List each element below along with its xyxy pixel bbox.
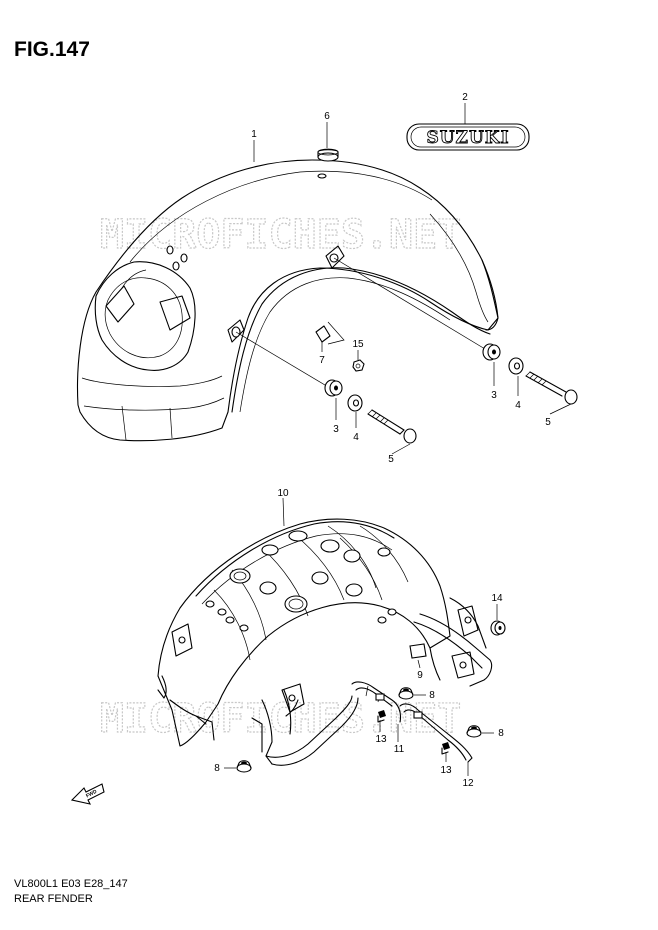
figure-title: FIG.147 (14, 38, 90, 61)
callout-1: 1 (251, 129, 257, 140)
figure-name: REAR FENDER (14, 893, 93, 905)
callout-3-lower: 3 (333, 424, 339, 435)
callout-15: 15 (352, 339, 364, 350)
fwd-label: FWD (85, 789, 98, 800)
cushion-8-center (398, 687, 414, 700)
callout-6: 6 (324, 111, 330, 122)
callout-8-right: 8 (498, 728, 504, 739)
callout-4-upper: 4 (515, 400, 521, 411)
callout-13-right: 13 (440, 765, 452, 776)
watermark-bottom: MICROFICHES.NET (100, 696, 461, 742)
washer-upper (508, 357, 524, 375)
callout-4-lower: 4 (353, 432, 359, 443)
cushion-8-left (236, 760, 252, 773)
clip-13-left (377, 710, 386, 723)
bolt-upper (525, 371, 578, 405)
cushion-14 (490, 620, 506, 636)
callout-13-left: 13 (375, 734, 387, 745)
callout-3-upper: 3 (491, 390, 497, 401)
pad-9 (409, 643, 427, 659)
suzuki-emblem: SUZUKI (406, 123, 530, 151)
watermark-top: MICROFICHES.NET (100, 212, 461, 258)
callout-14: 14 (491, 593, 503, 604)
cushion-lower (324, 379, 343, 397)
callout-11: 11 (394, 744, 405, 755)
rear-fender-part (76, 159, 499, 442)
cushion-upper (482, 343, 501, 361)
figure-code: VL800L1 E03 E28_147 (14, 878, 128, 890)
grommet-part (317, 148, 339, 162)
nut-part (352, 359, 365, 372)
harness-clamp-11 (351, 681, 402, 723)
callout-5-upper: 5 (545, 417, 551, 428)
callout-8-left: 8 (214, 763, 220, 774)
callout-8-center: 8 (429, 690, 435, 701)
emblem-text: SUZUKI (426, 128, 509, 148)
callout-5-lower: 5 (388, 454, 394, 465)
callout-7: 7 (319, 355, 325, 366)
bolt-lower (367, 409, 417, 444)
callout-2: 2 (462, 92, 468, 103)
washer-lower (347, 394, 363, 412)
inner-fender-part (157, 518, 493, 766)
callout-12: 12 (462, 778, 474, 789)
callout-9: 9 (417, 670, 423, 681)
callout-10: 10 (277, 488, 289, 499)
fwd-arrow-icon: FWD (70, 783, 105, 805)
harness-clamp-12 (399, 703, 473, 763)
cushion-8-right (466, 725, 482, 738)
